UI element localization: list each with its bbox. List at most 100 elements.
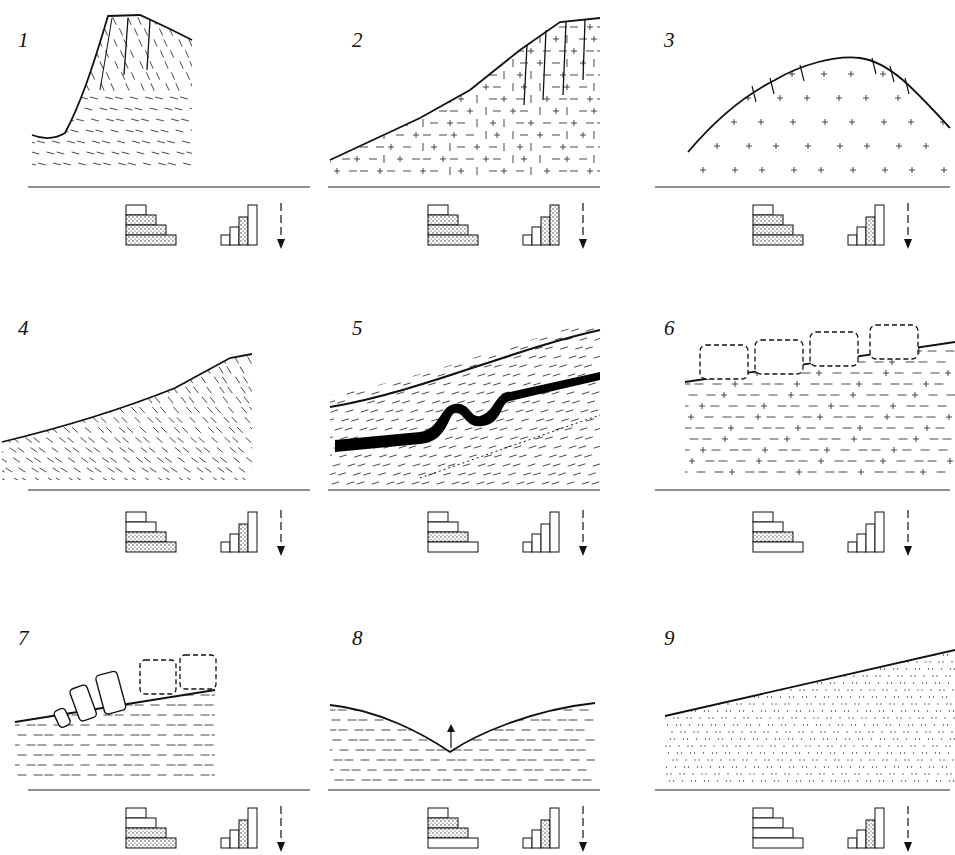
bedding-dash (403, 27, 411, 28)
bedding-dash (139, 39, 142, 46)
bedding-dash (419, 455, 427, 457)
bedding-dash (712, 450, 721, 451)
bedding-dash (42, 407, 48, 413)
bedding-dash (26, 72, 29, 79)
bedding-dash (125, 377, 130, 383)
bedding-dash (86, 130, 94, 132)
bedding-dash (438, 464, 446, 466)
bedding-dash (383, 59, 384, 67)
bedding-dash (503, 374, 511, 376)
bedding-dash (458, 473, 466, 475)
bedding-dash (178, 17, 181, 24)
bedding-dash (539, 155, 540, 163)
bedding-dash (78, 163, 86, 165)
weathered-block (870, 325, 918, 359)
bedding-dash (946, 351, 955, 352)
bedding-dash (74, 347, 78, 354)
bedding-dash (501, 760, 510, 761)
bedding-dash (543, 464, 551, 466)
bedding-dash (187, 152, 195, 154)
sand-dot (922, 647, 923, 648)
bedding-dash (543, 147, 551, 148)
sand-dot (890, 654, 891, 655)
bedding-dash (142, 468, 149, 472)
bedding-dash (578, 770, 587, 771)
bedding-dash (476, 95, 477, 103)
bedding-dash (200, 357, 204, 364)
sand-dot (795, 647, 796, 648)
bedding-dash (540, 428, 548, 430)
bedding-dash (108, 745, 117, 746)
bedding-dash (464, 750, 473, 751)
bedding-dash (566, 35, 567, 43)
bedding-dash (683, 428, 692, 429)
bedding-dash (181, 119, 189, 121)
bedding-dash (212, 735, 221, 736)
toppled-block (69, 684, 98, 722)
bedding-dash (462, 392, 470, 394)
bedding-dash (404, 365, 412, 367)
bedding-dash (139, 387, 144, 393)
bedding-dash (452, 482, 460, 484)
bedding-dash (430, 347, 438, 349)
bedding-dash (422, 770, 431, 771)
plus-sign (837, 143, 843, 149)
bedding-dash (450, 87, 458, 88)
bedding-dash (572, 401, 580, 403)
bedding-dash (520, 39, 528, 40)
bedding-dash (328, 473, 336, 475)
bedding-dash (489, 171, 497, 172)
sand-dot (711, 654, 712, 655)
bedding-dash (384, 356, 392, 358)
bedding-dash (163, 347, 167, 354)
bedding-dash (203, 417, 209, 423)
bedding-dash (345, 760, 354, 761)
bedding-dash (333, 51, 341, 52)
bedding-dash (8, 407, 14, 413)
bedding-dash (398, 374, 406, 376)
bedding-dash (475, 338, 483, 340)
bedding-dash (469, 455, 477, 457)
bedding-dash (228, 407, 233, 413)
sand-dot (887, 647, 888, 648)
bedding-dash (218, 468, 224, 473)
bedding-dash (88, 437, 94, 442)
bedding-dash (176, 83, 179, 90)
bedding-dash (569, 446, 577, 448)
bedding-dash (167, 725, 176, 726)
bedding-dash (555, 760, 564, 761)
bedding-dash (39, 448, 45, 453)
bedding-dash (348, 720, 357, 721)
bedding-dash (484, 455, 492, 457)
bedding-dash (353, 473, 361, 475)
bedding-dash (396, 410, 404, 412)
bedding-dash (490, 428, 498, 430)
plus-sign (773, 143, 779, 149)
bedding-dash (68, 6, 71, 13)
bedding-dash (449, 167, 450, 175)
bedding-dash (79, 28, 82, 35)
bedding-dash (745, 428, 754, 429)
bedding-dash (169, 437, 175, 442)
sand-dot (791, 647, 792, 648)
bedding-dash (104, 755, 113, 756)
bedding-dash (571, 329, 579, 331)
bedding-dash (143, 163, 151, 165)
bedding-dash (831, 395, 840, 396)
bedding-dash (95, 347, 99, 354)
bedding-dash (552, 15, 560, 16)
weathered-block (755, 340, 803, 374)
bedding-dash (7, 367, 12, 373)
bedding-dash (171, 468, 178, 473)
bedding-dash (375, 720, 384, 721)
bedding-dash (503, 71, 504, 79)
plus-sign (483, 84, 489, 90)
bedding-dash (559, 51, 567, 52)
bedding-dash (205, 346, 209, 353)
bedding-dash (858, 406, 867, 407)
bedding-dash (510, 347, 518, 349)
bedding-dash (866, 461, 875, 462)
plus-sign (580, 132, 586, 138)
bedding-dash (122, 437, 128, 442)
